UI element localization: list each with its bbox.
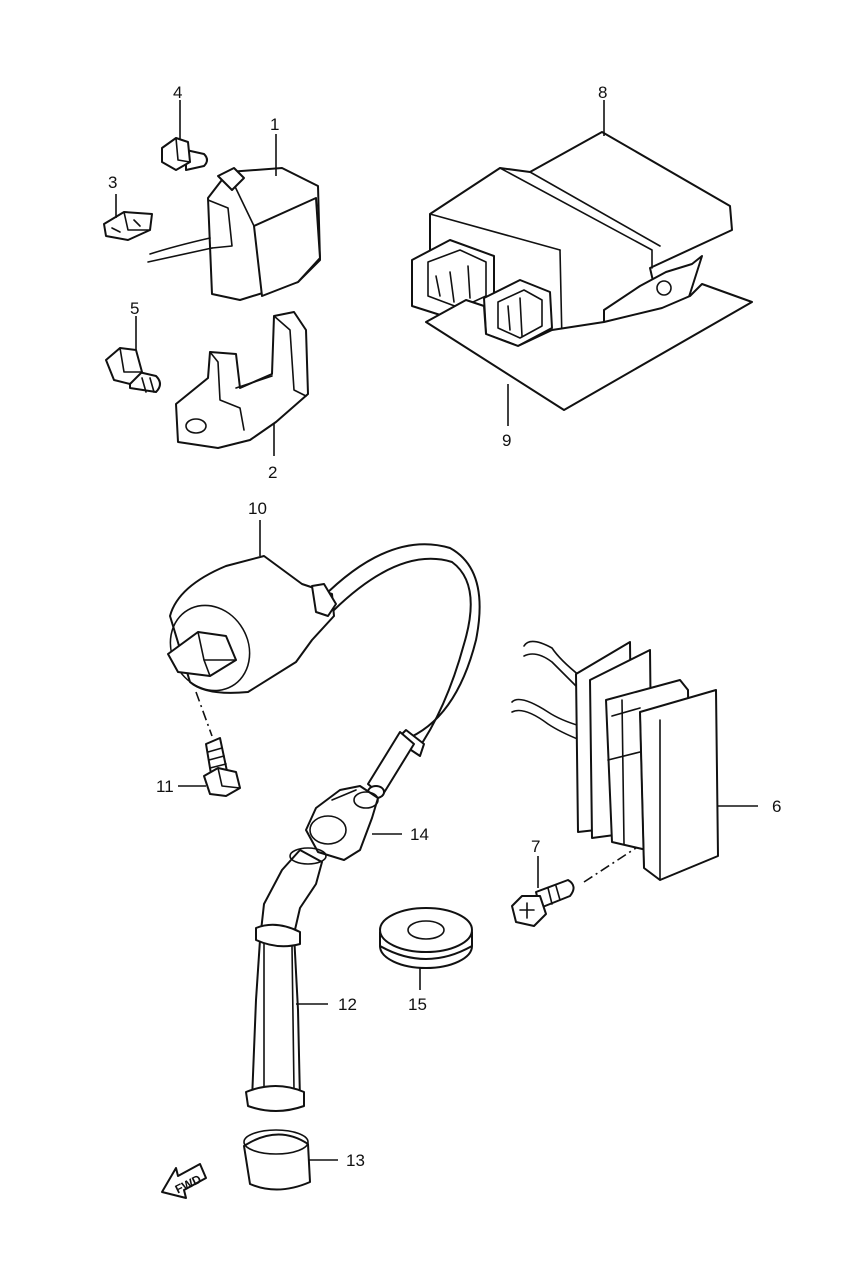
callout-2: 2	[268, 463, 277, 482]
callout-3: 3	[108, 173, 117, 192]
callout-labels: 1 2 3 4 5 6 7 8 9 10 11 12 13 14 15	[108, 83, 781, 1170]
pad-part-9	[425, 283, 753, 411]
callout-9: 9	[502, 431, 511, 450]
callout-15: 15	[408, 995, 427, 1014]
clip-part-3	[103, 211, 153, 241]
spark-plug-cap-part-12	[245, 847, 327, 1112]
callout-11: 11	[156, 777, 174, 796]
leader-lines	[115, 100, 758, 1161]
callout-6: 6	[772, 797, 781, 816]
callout-13: 13	[346, 1151, 365, 1170]
plug-cap-part-14	[305, 785, 379, 861]
relay-part-1	[147, 167, 321, 301]
callout-10: 10	[248, 499, 267, 518]
grommet-part-15	[379, 907, 473, 969]
regulator-part-6	[511, 640, 719, 881]
callout-8: 8	[598, 83, 607, 102]
boot-part-13	[243, 1129, 311, 1191]
bolt-part-4	[161, 137, 208, 171]
ignition-coil-part-10	[167, 543, 481, 799]
callout-14: 14	[410, 825, 429, 844]
forward-arrow-icon: FWD	[161, 1163, 207, 1199]
screw-part-7	[511, 847, 637, 927]
callout-5: 5	[130, 299, 139, 318]
bolt-part-5	[105, 347, 161, 393]
callout-12: 12	[338, 995, 357, 1014]
callout-4: 4	[173, 83, 182, 102]
callout-7: 7	[531, 837, 540, 856]
cdi-unit-part-8	[411, 131, 733, 347]
bolt-part-11	[195, 691, 241, 797]
callout-1: 1	[270, 115, 279, 134]
bracket-part-2	[175, 311, 309, 449]
